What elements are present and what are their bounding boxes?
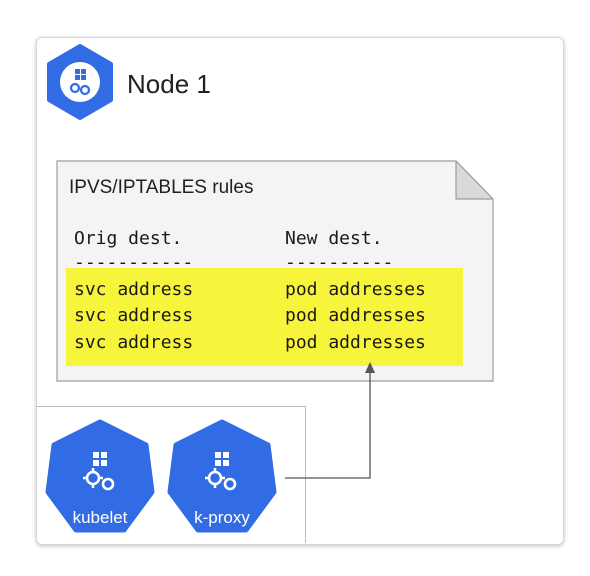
kubelet-label: kubelet: [72, 508, 128, 527]
k-proxy-label: k-proxy: [194, 508, 250, 527]
new-dest-header: New dest.: [285, 228, 383, 249]
rule-row-new: pod addresses: [285, 332, 426, 353]
kubelet-hexagon-icon: [45, 419, 155, 533]
rule-row-orig: svc address: [74, 332, 194, 353]
orig-dest-separator: -----------: [74, 252, 194, 273]
node-title: Node 1: [127, 69, 211, 99]
rule-row-new: pod addresses: [285, 279, 426, 300]
rules-title: IPVS/IPTABLES rules: [69, 177, 254, 198]
orig-dest-header: Orig dest.: [74, 228, 183, 249]
k-proxy-hexagon-icon: [167, 419, 277, 533]
new-dest-separator: ----------: [285, 252, 394, 273]
rules-highlight: [66, 268, 463, 366]
node-hexagon-icon: [47, 44, 113, 120]
agents-container: [36, 406, 306, 543]
rule-row-orig: svc address: [74, 305, 194, 326]
rule-row-orig: svc address: [74, 279, 194, 300]
rule-row-new: pod addresses: [285, 305, 426, 326]
